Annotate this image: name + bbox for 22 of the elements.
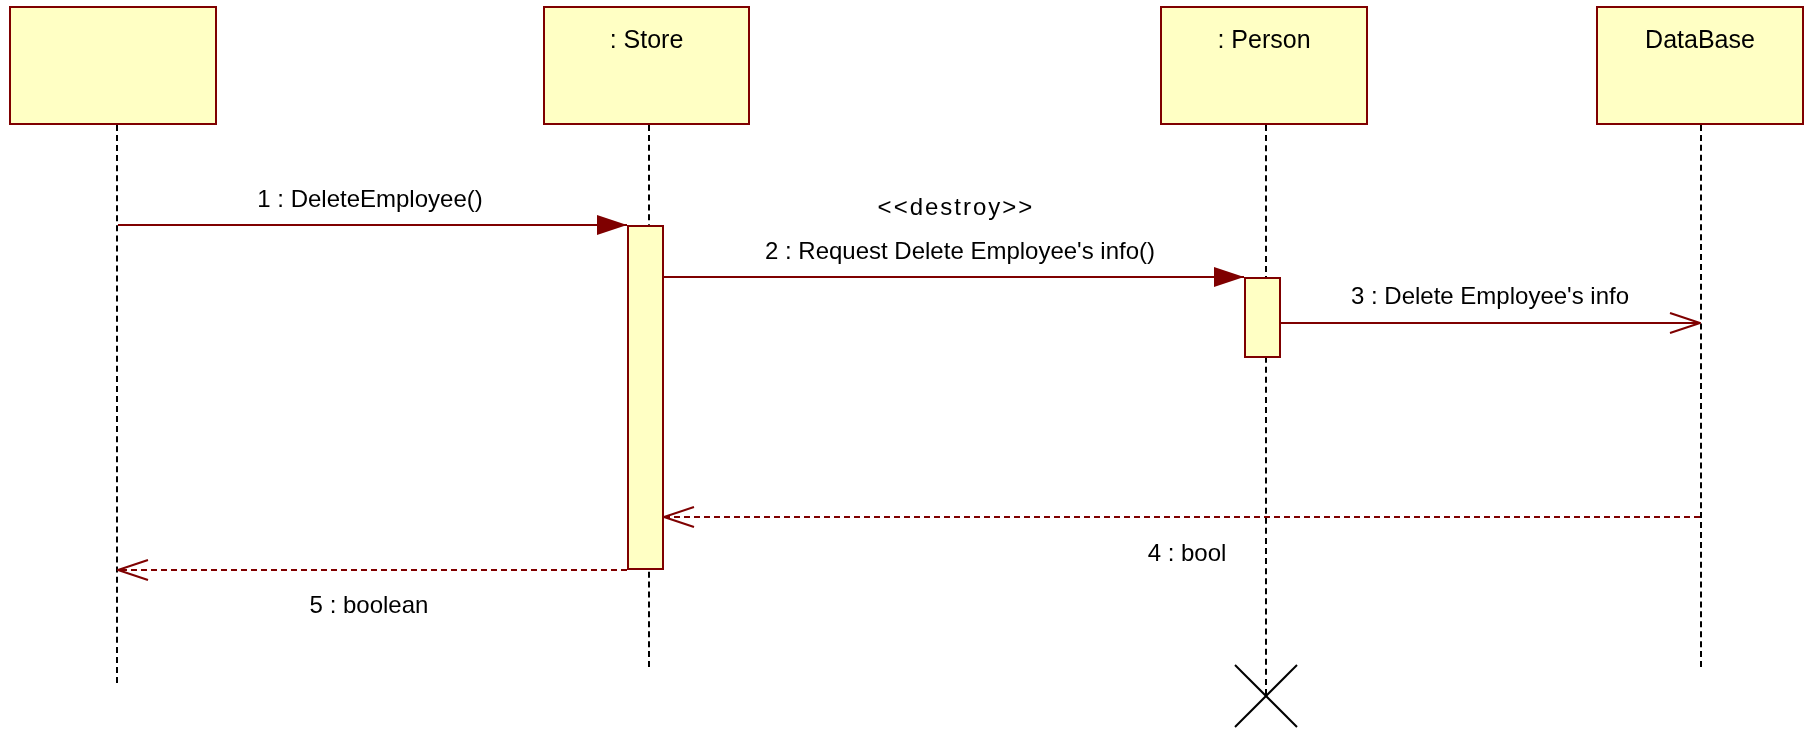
message-label: 1 : DeleteEmployee() bbox=[257, 184, 483, 214]
stereotype-label: <<destroy>> bbox=[877, 192, 1035, 222]
activation-bar bbox=[627, 225, 664, 570]
lifeline-head-box bbox=[543, 6, 750, 125]
message-arrow bbox=[663, 267, 1245, 287]
return-message-arrow bbox=[117, 559, 628, 581]
message-label: 5 : boolean bbox=[309, 590, 429, 620]
message-label: 2 : Request Delete Employee's info() bbox=[764, 236, 1156, 266]
lifeline-name: : Store bbox=[609, 24, 684, 55]
message-arrow bbox=[117, 215, 628, 235]
lifeline-head-box bbox=[1596, 6, 1804, 125]
lifeline-head-box bbox=[9, 6, 217, 125]
lifeline bbox=[116, 125, 118, 683]
lifeline bbox=[1700, 125, 1702, 667]
message-label: 4 : bool bbox=[1147, 538, 1227, 568]
lifeline-name: : Person bbox=[1217, 24, 1311, 55]
lifeline-head-box bbox=[1160, 6, 1368, 125]
message-arrow bbox=[1280, 312, 1701, 334]
activation-bar bbox=[1244, 277, 1281, 358]
return-message-arrow bbox=[663, 506, 1701, 528]
lifeline-name: DataBase bbox=[1645, 24, 1755, 55]
message-label: 3 : Delete Employee's info bbox=[1350, 281, 1630, 311]
